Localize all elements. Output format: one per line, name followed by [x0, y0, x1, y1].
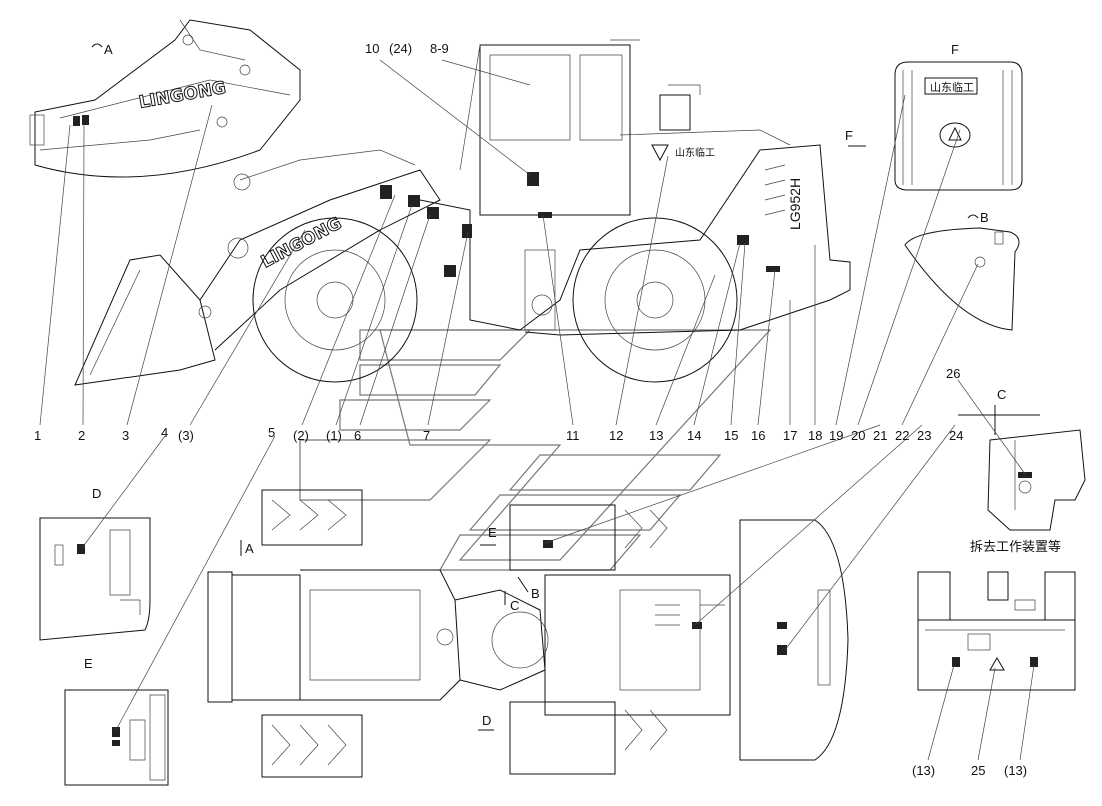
- callout: 22: [895, 428, 909, 443]
- detail-f-grill: 山东临工: [894, 61, 1023, 191]
- callout: 12: [609, 428, 623, 443]
- callout: 25: [971, 763, 985, 778]
- marker-b: B: [531, 586, 540, 601]
- callout: (24): [389, 41, 412, 56]
- callout: 5: [268, 425, 275, 440]
- top-view-loader: [207, 489, 849, 778]
- svg-text:山东临工: 山东临工: [930, 80, 974, 94]
- callout: 14: [687, 428, 701, 443]
- removed-attachment-view: [917, 571, 1076, 691]
- brand-logo-main: LINGONG: [258, 213, 345, 272]
- callout: 24: [949, 428, 963, 443]
- callout: 18: [808, 428, 822, 443]
- detail-e-fender: [64, 689, 169, 786]
- view-label-c: C: [997, 387, 1006, 402]
- detail-b: [904, 227, 1020, 331]
- removed-note: 拆去工作装置等: [970, 539, 1061, 554]
- callout: 7: [423, 428, 430, 443]
- marker-f: F: [845, 128, 853, 143]
- callout: 19: [829, 428, 843, 443]
- callout: 4: [161, 425, 168, 440]
- callout: 10: [365, 41, 379, 56]
- svg-text:LG952H: LG952H: [787, 178, 803, 230]
- marker-d: D: [482, 713, 491, 728]
- leader-lines: [39, 59, 1035, 761]
- detail-d-fender: [39, 517, 151, 641]
- svg-text:山东临工: 山东临工: [675, 146, 715, 159]
- view-label-d: D: [92, 486, 101, 501]
- view-label-e: E: [84, 656, 93, 671]
- callout: 11: [566, 428, 580, 443]
- detail-a-boom: LINGONG: [29, 19, 301, 178]
- view-markers: [91, 43, 979, 731]
- callout: (13): [912, 763, 935, 778]
- marker-e: E: [488, 525, 497, 540]
- marker-a: A: [245, 541, 254, 556]
- callout: 6: [354, 428, 361, 443]
- callout: 16: [751, 428, 765, 443]
- callout: 3: [122, 428, 129, 443]
- callout: 8-9: [430, 41, 449, 56]
- view-label-b: B: [980, 210, 989, 225]
- callout: 2: [78, 428, 85, 443]
- callout: (3): [178, 428, 194, 443]
- callout: 1: [34, 428, 41, 443]
- callout: (13): [1004, 763, 1027, 778]
- callout: 13: [649, 428, 663, 443]
- callout: (1): [326, 428, 342, 443]
- callout: (2): [293, 428, 309, 443]
- callout: 20: [851, 428, 865, 443]
- callout: 17: [783, 428, 797, 443]
- callout: 15: [724, 428, 738, 443]
- brand-logo-a: LINGONG: [137, 78, 227, 113]
- detail-c-steering: [958, 405, 1086, 531]
- callout: 23: [917, 428, 931, 443]
- marker-c: C: [510, 598, 519, 613]
- callout: 21: [873, 428, 887, 443]
- callout-numbers: 1 2 3 (3) (2) (1) 4 5 6 7 8-9 10 (24) 11…: [34, 41, 1027, 778]
- view-label-f: F: [951, 42, 959, 57]
- view-label-a: A: [104, 42, 113, 57]
- watermark: [299, 329, 772, 571]
- callout: 26: [946, 366, 960, 381]
